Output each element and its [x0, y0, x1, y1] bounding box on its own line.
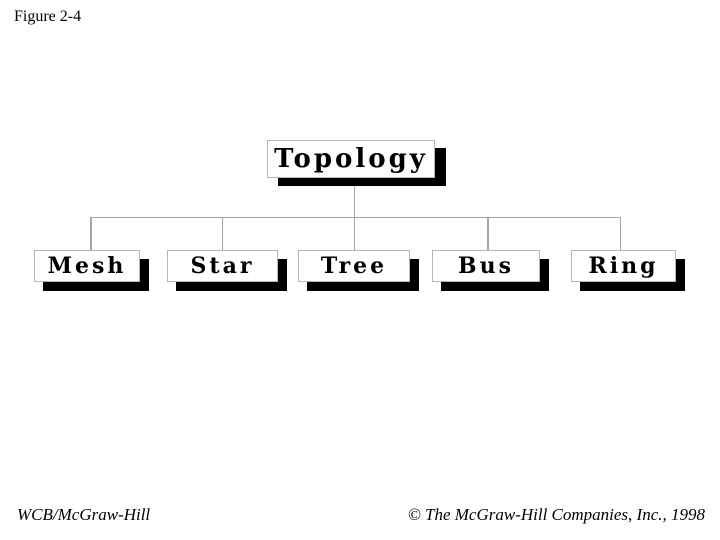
connector-drop-star [222, 218, 223, 250]
connector-drop-ring [620, 218, 621, 250]
node-tree: Tree [298, 250, 410, 282]
node-star-label: Star [190, 253, 255, 279]
connector-root-stem [354, 186, 355, 217]
node-topology-label: Topology [274, 144, 428, 174]
node-bus-label: Bus [458, 253, 514, 279]
figure-label: Figure 2-4 [14, 8, 82, 25]
connector-drop-mesh [90, 218, 92, 250]
node-bus: Bus [432, 250, 540, 282]
node-star: Star [167, 250, 278, 282]
connector-horizontal-bar [90, 217, 621, 218]
node-mesh: Mesh [34, 250, 140, 282]
node-ring-label: Ring [588, 253, 659, 279]
footer-copyright: © The McGraw-Hill Companies, Inc., 1998 [407, 505, 705, 524]
node-ring: Ring [571, 250, 676, 282]
node-topology: Topology [267, 140, 435, 178]
connector-drop-tree [354, 218, 355, 250]
connector-drop-bus [487, 218, 489, 250]
footer-publisher: WCB/McGraw-Hill [17, 505, 151, 524]
node-mesh-label: Mesh [47, 253, 127, 279]
node-tree-label: Tree [320, 253, 388, 279]
